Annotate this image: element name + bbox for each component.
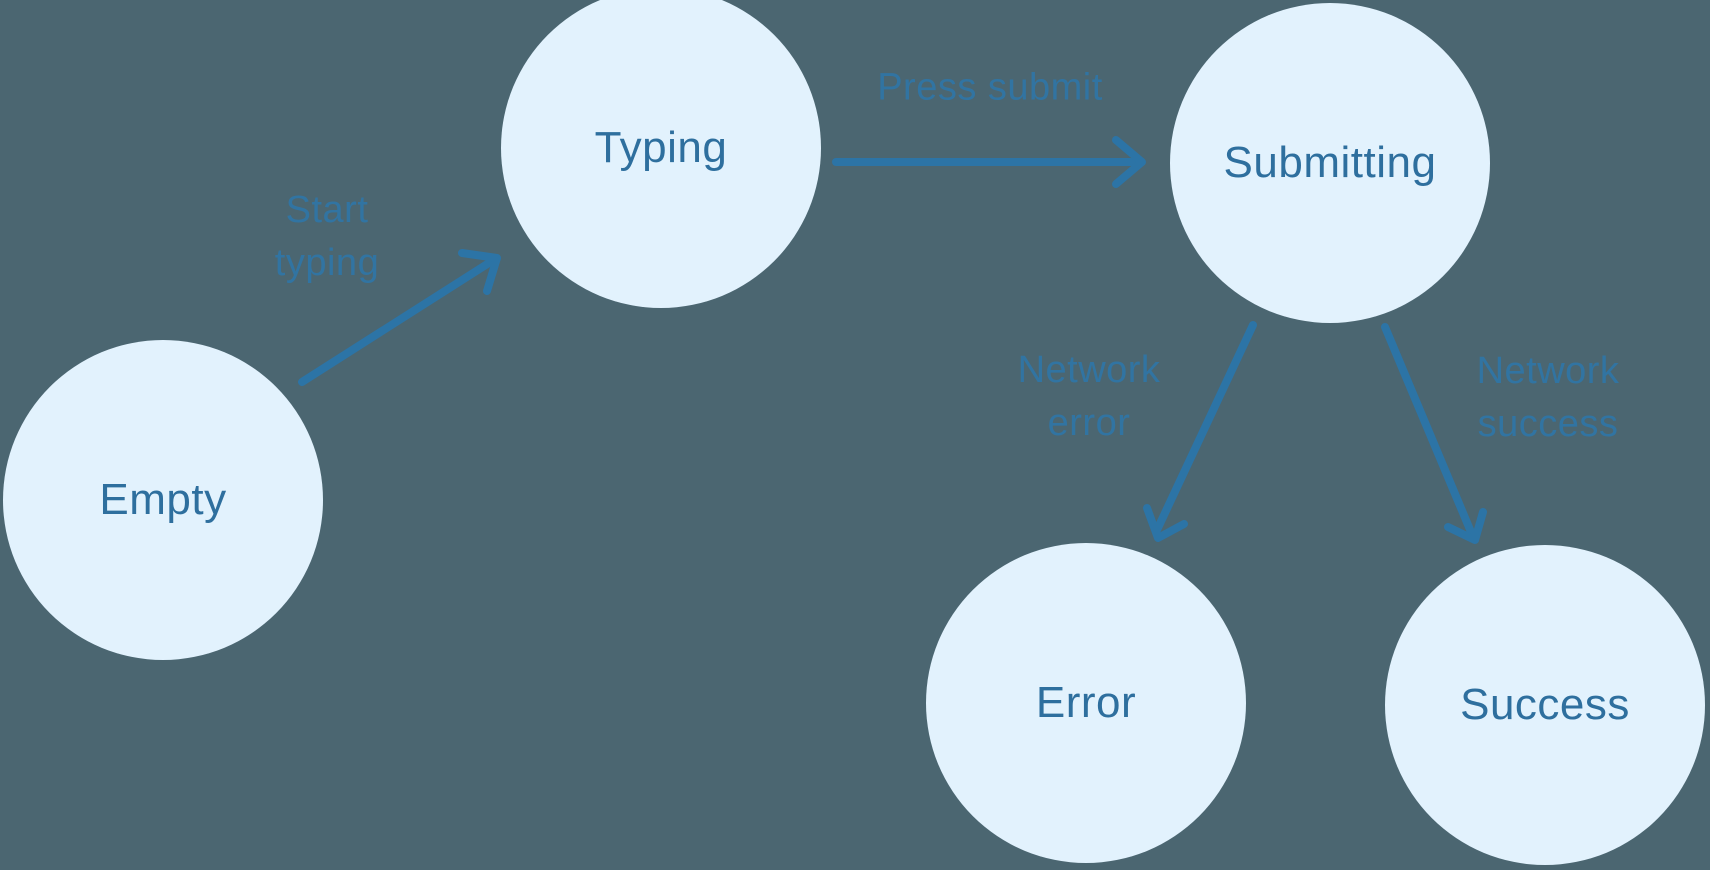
arrowhead-icon xyxy=(458,249,501,295)
state-node-label: Success xyxy=(1460,680,1630,729)
state-node-label: Submitting xyxy=(1223,138,1437,187)
state-node-empty: Empty xyxy=(3,340,323,660)
arrowhead-icon xyxy=(1444,508,1487,544)
state-node-error: Error xyxy=(926,543,1246,863)
state-node-submitting: Submitting xyxy=(1170,3,1490,323)
state-node-success: Success xyxy=(1385,545,1705,865)
state-node-label: Typing xyxy=(594,123,728,172)
edge-typing-to-submitting-arrow xyxy=(832,136,1146,188)
edge-label-press-submit: Press submit xyxy=(877,66,1103,109)
arrowhead-icon xyxy=(1143,504,1188,542)
state-node-label: Error xyxy=(1035,678,1137,727)
edge-label-start-typing: Start typing xyxy=(274,189,380,284)
edge-label-network-success: Network success xyxy=(1476,350,1620,445)
state-node-typing: Typing xyxy=(501,0,821,308)
state-node-label: Empty xyxy=(99,475,227,524)
arrowhead-icon xyxy=(1112,136,1146,188)
edge-label-network-error: Network error xyxy=(1017,349,1161,444)
